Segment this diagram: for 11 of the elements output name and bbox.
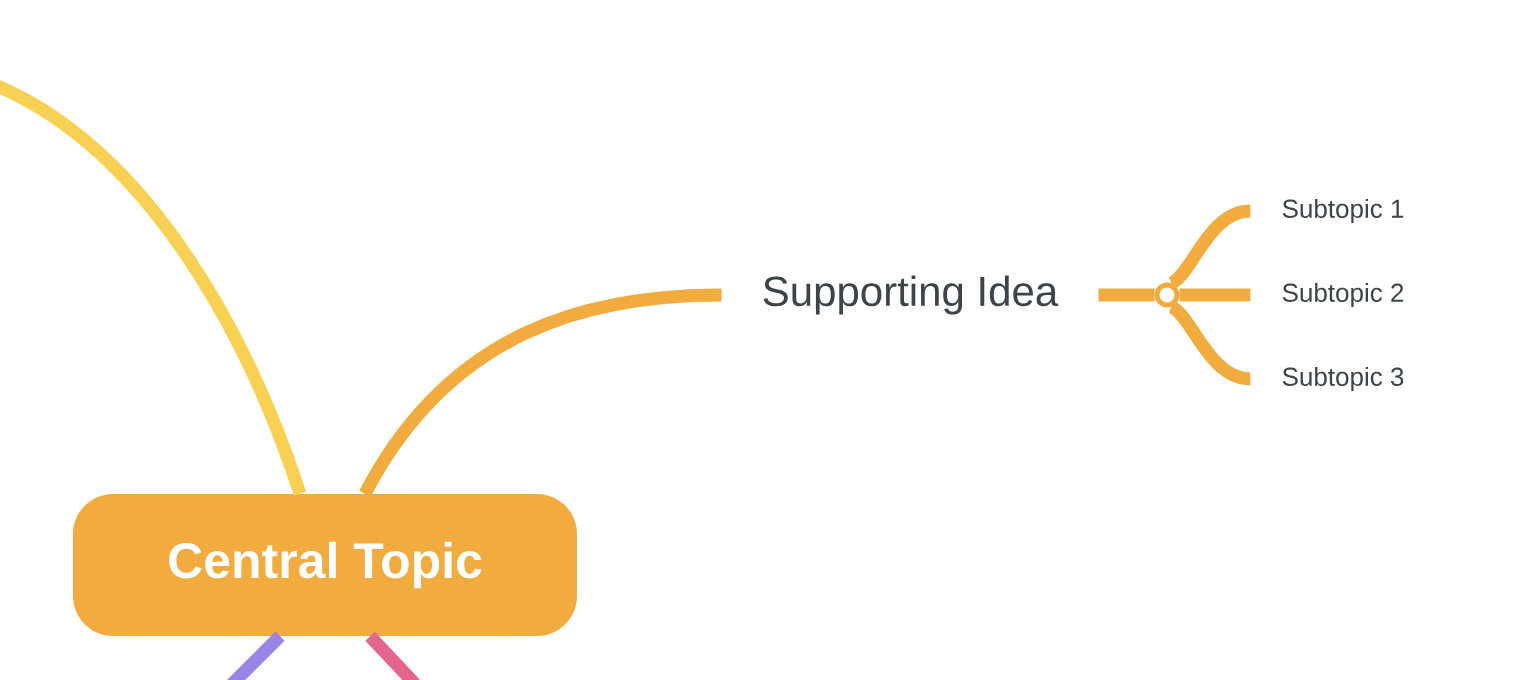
- subtopic-label: Subtopic 2: [1282, 282, 1404, 308]
- process-box: Central Topic: [73, 494, 577, 636]
- subtopic-label: Subtopic 1: [1282, 198, 1404, 224]
- branch-line: [365, 631, 420, 680]
- subtopic-label: Subtopic 3: [1282, 366, 1404, 392]
- branch-line: [0, 79, 307, 496]
- topic-label: Supporting Idea: [763, 275, 1059, 315]
- branch-line: [1098, 288, 1155, 302]
- junction-circle: [1154, 282, 1180, 308]
- branch-line: [1179, 288, 1251, 302]
- branch-line: [227, 631, 285, 680]
